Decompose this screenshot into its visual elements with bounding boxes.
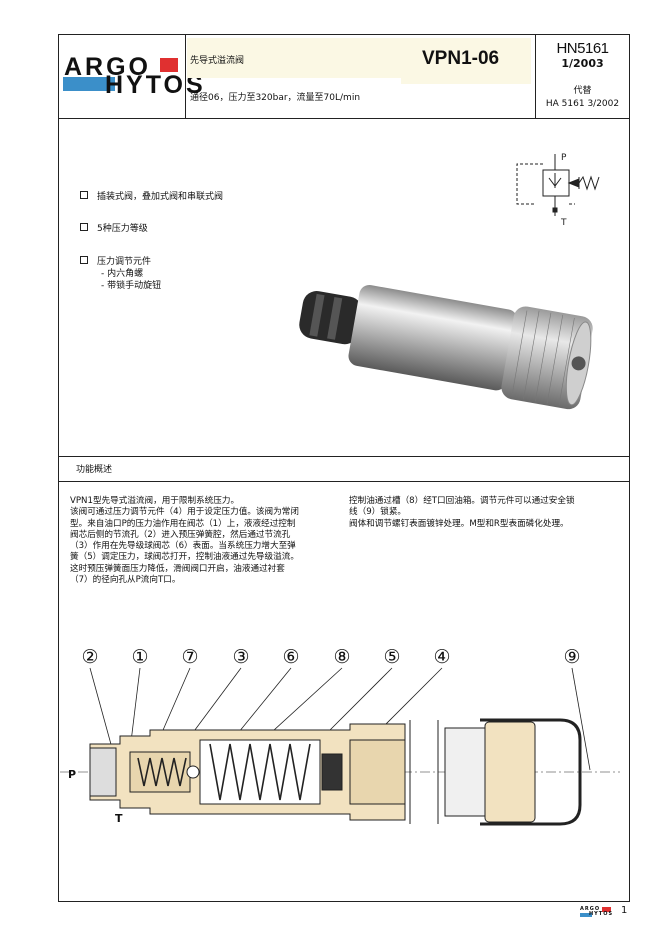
argo-hytos-logo: ARGO HYTOS xyxy=(62,53,203,98)
desc-left-line: 阀芯后侧的节流孔（2）进入预压弹簧腔，然后通过节流孔 xyxy=(70,529,291,540)
desc-left-line: 簧（5）调定压力，球阀芯打开，控制油液通过先导级溢流。 xyxy=(70,552,299,563)
desc-right-line: 阀体和调节螺钉表面镀锌处理。M型和R型表面磷化处理。 xyxy=(349,518,569,529)
desc-right-line: 控制油通过槽（8）经T口回油箱。调节元件可以通过安全锁 xyxy=(349,496,575,506)
feature-item-3-sub-2: - 带锁手动旋钮 xyxy=(101,281,162,291)
valve-product-photo xyxy=(299,284,593,410)
callout-3: ③ xyxy=(232,646,249,668)
drawing-port-t: T xyxy=(115,812,123,825)
desc-left-line: 型。来自油口P的压力油作用在阀芯（1）上，液液经过控制 xyxy=(70,518,296,529)
replaces-document: HA 5161 3/2002 xyxy=(545,99,620,109)
callout-4: ④ xyxy=(433,646,450,668)
header-col-divider-1 xyxy=(185,34,186,118)
desc-left-line: 该阀可通过压力调节元件（4）用于设定压力值。该阀为常闭 xyxy=(70,507,299,518)
feature-item-1: 插装式阀，叠加式阀和串联式阀 xyxy=(97,192,224,202)
feature-bullet-2 xyxy=(80,223,88,231)
title-band-left xyxy=(187,38,401,78)
replaces-label: 代替 xyxy=(573,86,592,96)
callout-1: ① xyxy=(131,646,148,668)
section-title-bottom-rule xyxy=(58,481,630,482)
header-col-divider-2 xyxy=(535,34,536,118)
callout-9: ⑨ xyxy=(563,646,580,668)
header-divider xyxy=(58,118,630,119)
document-code: HN5161 xyxy=(556,40,609,57)
footer-logo-hytos: HYTOS xyxy=(589,911,614,917)
valve-cross-section-drawing: ② ① ⑦ ③ ⑥ ⑧ ⑤ ④ ⑨ xyxy=(60,646,620,826)
callout-2: ② xyxy=(81,646,98,668)
logo-text-hytos: HYTOS xyxy=(105,71,206,99)
page-number: 1 xyxy=(621,905,628,916)
drawing-port-p: P xyxy=(68,768,76,781)
feature-bullet-3 xyxy=(80,256,88,264)
title-band-right xyxy=(401,38,531,84)
section-title-top-rule xyxy=(58,456,630,457)
feature-item-3: 压力调节元件 xyxy=(97,257,152,267)
page-frame xyxy=(58,34,630,902)
model-number: VPN1-06 xyxy=(422,48,500,69)
document-date: 1/2003 xyxy=(561,57,604,70)
symbol-port-p: P xyxy=(561,153,567,163)
desc-left-line: 这时预压弹簧面压力降低，滑阀阀口开启，油液通过衬套 xyxy=(70,563,285,574)
hydraulic-symbol: P T xyxy=(516,153,600,228)
desc-left-line: （3）作用在先导级球阀芯（6）表面。当系统压力增大至弹 xyxy=(70,541,296,552)
logo-text-argo: ARGO xyxy=(64,53,151,81)
desc-right-line: 线（9）锁紧。 xyxy=(349,507,407,518)
symbol-port-t: T xyxy=(560,218,567,228)
spec-line: 通径06，压力至320bar，流量至70L/min xyxy=(190,93,361,103)
description-left: VPN1型先导式溢流阀，用于限制系统压力。 该阀可通过压力调节元件（4）用于设定… xyxy=(70,496,345,586)
feature-item-2: 5种压力等级 xyxy=(97,224,148,234)
description-right: 控制油通过槽（8）经T口回油箱。调节元件可以通过安全锁 线（9）锁紧。 阀体和调… xyxy=(349,496,624,530)
callout-7: ⑦ xyxy=(181,646,198,668)
feature-bullet-1 xyxy=(80,191,88,199)
footer-logo-argo: ARGO xyxy=(580,906,601,912)
desc-left-line: （7）的径向孔从P流向T口。 xyxy=(70,575,181,586)
desc-left-line: VPN1型先导式溢流阀，用于限制系统压力。 xyxy=(70,496,240,506)
section-title: 功能概述 xyxy=(76,465,113,475)
callout-8: ⑧ xyxy=(333,646,350,668)
product-description: 先导式溢流阀 xyxy=(190,56,245,66)
callout-6: ⑥ xyxy=(282,646,299,668)
feature-item-3-sub-1: - 内六角螺 xyxy=(101,269,144,279)
callout-5: ⑤ xyxy=(383,646,400,668)
footer-logo: ARGO HYTOS xyxy=(580,906,612,918)
